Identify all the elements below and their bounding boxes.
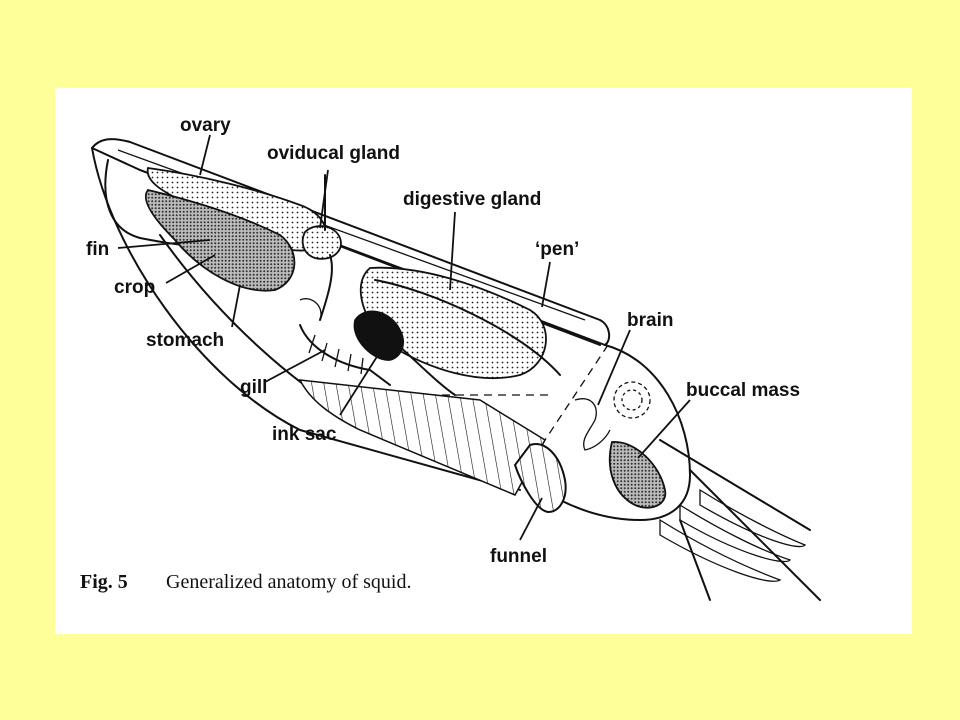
label-digestive-gland: digestive gland <box>403 189 541 210</box>
ink-duct <box>397 344 456 396</box>
intestine-line <box>374 279 561 376</box>
caption-figure-number: Fig. 5 <box>80 571 128 593</box>
label-brain: brain <box>627 310 673 331</box>
buccal-mass-organ <box>608 441 667 509</box>
mantle-muscle-hatched <box>298 379 546 496</box>
leader-lines <box>117 134 691 541</box>
label-fin: fin <box>86 239 109 260</box>
label-pen: ‘pen’ <box>535 239 579 260</box>
brain-organ <box>574 381 651 451</box>
oviducal-gland-organ <box>301 174 342 321</box>
ink-sac-organ <box>353 310 404 361</box>
label-stomach: stomach <box>146 330 224 351</box>
label-buccal-mass: buccal mass <box>686 380 800 401</box>
label-ovary: ovary <box>180 115 231 136</box>
funnel-organ <box>513 443 567 514</box>
crop-stomach-organ <box>144 188 296 292</box>
label-funnel: funnel <box>490 546 547 567</box>
caption-text: Generalized anatomy of squid. <box>166 571 411 593</box>
label-oviducal-gland: oviducal gland <box>267 143 400 164</box>
label-gill: gill <box>240 377 267 398</box>
label-ink-sac: ink sac <box>272 424 337 445</box>
arms <box>659 439 821 601</box>
label-crop: crop <box>114 277 155 298</box>
